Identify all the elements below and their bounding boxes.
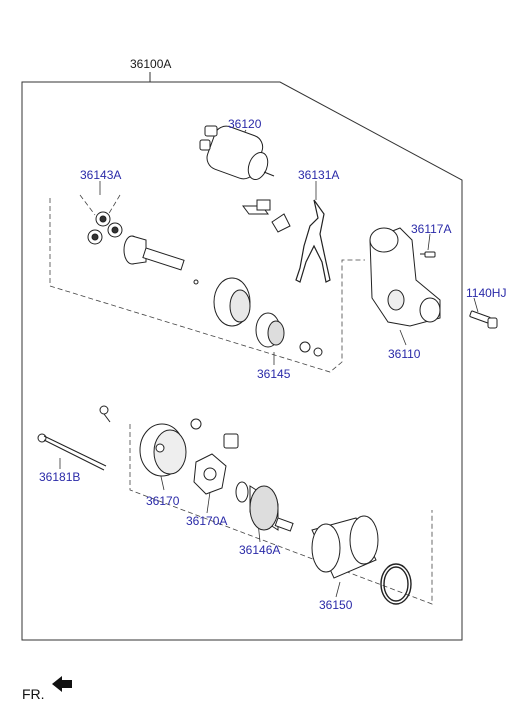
through-bolt [37, 433, 107, 471]
solenoid [199, 125, 275, 181]
yoke [311, 515, 379, 579]
assembly-label: 36100A [130, 57, 172, 71]
front-housing [369, 227, 441, 327]
part-label-brush-holder[interactable]: 36170A [186, 514, 228, 528]
part-label-front-housing[interactable]: 36110 [388, 347, 421, 361]
pinion-gears [87, 211, 123, 245]
part-label-pinion-gears[interactable]: 36143A [80, 168, 122, 182]
part-label-armature[interactable]: 36146A [239, 543, 281, 557]
lower-group-outline [129, 424, 433, 605]
armature [235, 481, 294, 532]
cover-screws [99, 405, 202, 430]
shift-lever [295, 199, 331, 283]
assembly-frame [21, 81, 463, 641]
upper-group-outline [49, 198, 365, 373]
housing-bolt [420, 251, 436, 258]
part-label-mount-bolt[interactable]: 1140HJ [466, 286, 507, 300]
gear-group-lines [79, 194, 121, 216]
drive-shaft [123, 235, 199, 285]
front-arrow-icon [52, 676, 72, 692]
part-label-overrunning-clutch[interactable]: 36145 [257, 367, 291, 381]
overrunning-clutch [213, 277, 323, 357]
part-label-rear-cover[interactable]: 36170 [146, 494, 180, 508]
o-ring [380, 563, 412, 605]
plunger-parts [242, 199, 291, 233]
part-label-through-bolt[interactable]: 36181B [39, 470, 81, 484]
mount-bolt [469, 310, 498, 329]
part-label-yoke[interactable]: 36150 [319, 598, 353, 612]
part-label-bolt-small[interactable]: 36117A [411, 222, 452, 236]
rear-cover [139, 423, 187, 477]
part-label-lever[interactable]: 36131A [298, 168, 340, 182]
part-label-solenoid[interactable]: 36120 [228, 117, 262, 131]
front-indicator-label: FR. [22, 686, 45, 702]
brush-holder [193, 433, 239, 495]
